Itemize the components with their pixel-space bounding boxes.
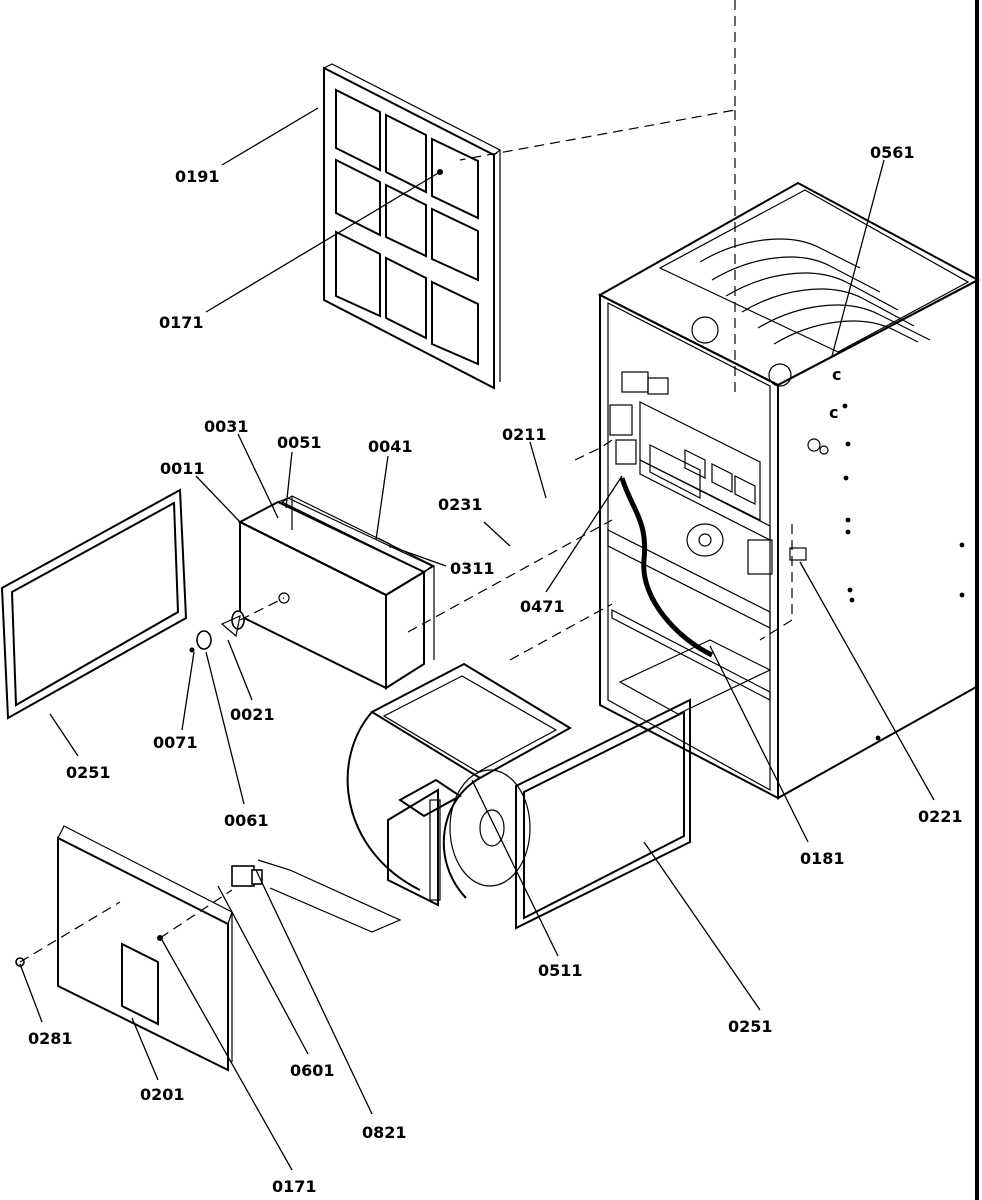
callout-0171-bottom: 0171 [272,1177,317,1196]
callout-0171-top: 0171 [159,313,204,332]
alignment-line-top [459,0,736,161]
callout-0031: 0031 [204,417,249,436]
callout-0511: 0511 [538,961,583,980]
callout-0041: 0041 [368,437,413,456]
callout-labels: 0191 0171 0561 0211 0031 0051 0041 0011 … [28,143,963,1196]
leader-lines [19,107,935,1171]
filter-panel-left [0,488,188,720]
callout-0211: 0211 [502,425,547,444]
callout-0821: 0821 [362,1123,407,1142]
callout-0251-left: 0251 [66,763,111,782]
callout-0601: 0601 [290,1061,335,1080]
callout-0201: 0201 [140,1085,185,1104]
callout-0051: 0051 [277,433,322,452]
callout-0071: 0071 [153,733,198,752]
fitting-parts [189,597,285,653]
callout-0061: 0061 [224,811,269,830]
alignment-line-0221 [759,524,793,641]
filter-box [237,495,436,690]
filter-panel-right [515,698,691,930]
blower-assembly [231,662,572,933]
callout-0561: 0561 [870,143,915,162]
callout-0011: 0011 [160,459,205,478]
callout-0021: 0021 [230,705,275,724]
furnace-cabinet [597,181,981,800]
callout-0471: 0471 [520,597,565,616]
alignment-line-0211 [574,439,613,461]
alignment-line-mid [407,519,613,633]
marking-c-lower: c [829,403,838,422]
callout-0281: 0281 [28,1029,73,1048]
callout-0311: 0311 [450,559,495,578]
top-door-panel [322,63,502,390]
marking-c-upper: c [832,365,841,384]
callout-0251-right: 0251 [728,1017,773,1036]
callout-0221: 0221 [918,807,963,826]
callout-0181: 0181 [800,849,845,868]
alignment-line-blower [509,603,613,661]
callout-0231: 0231 [438,495,483,514]
callout-0191: 0191 [175,167,220,186]
